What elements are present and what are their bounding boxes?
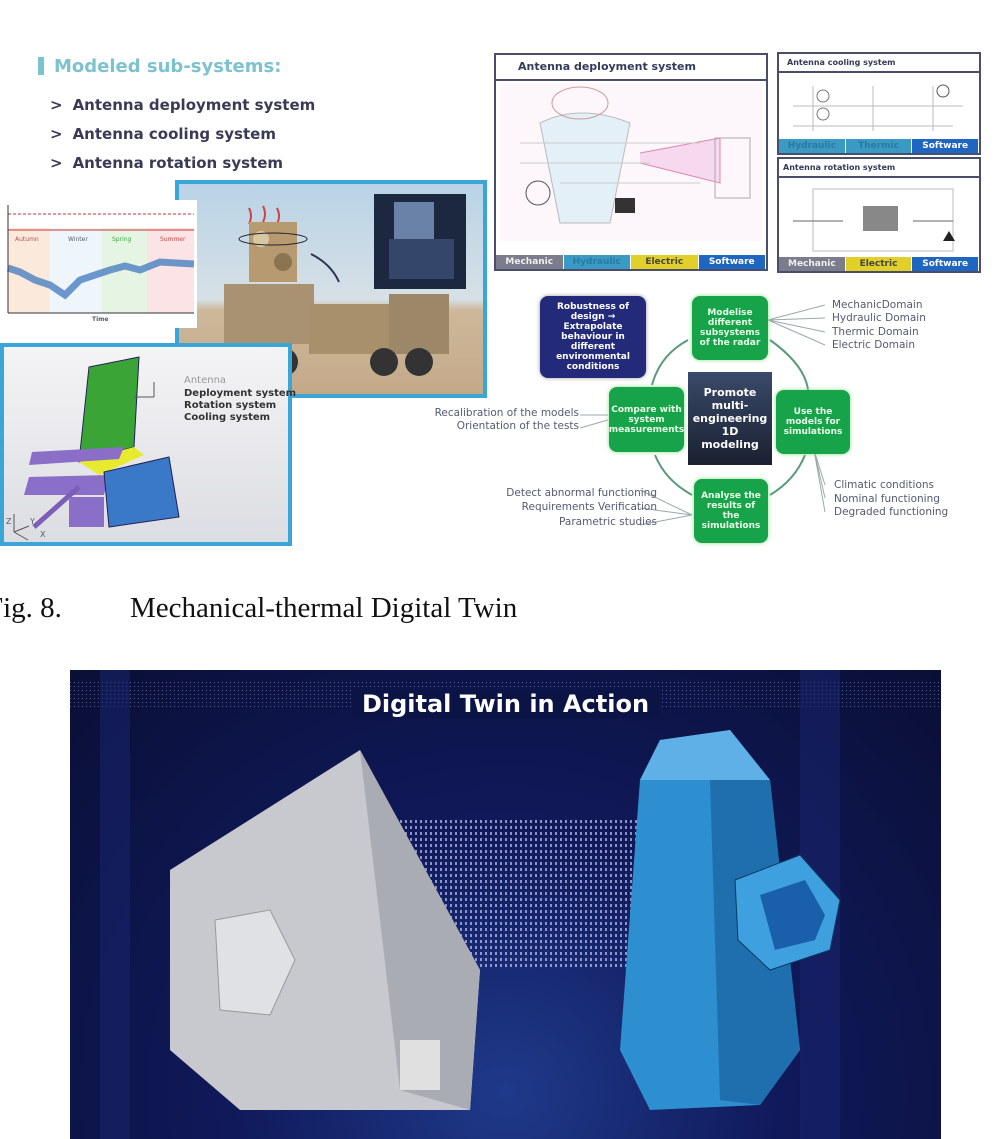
arrow-compare-to-modelise: [651, 339, 689, 386]
panel-title: Antenna cooling system: [779, 54, 979, 73]
domain-thermic: Thermic: [845, 139, 913, 153]
domain-software: Software: [912, 139, 980, 153]
subsystem-label: Antenna cooling system: [72, 125, 276, 143]
antenna-label: Rotation system: [184, 400, 277, 411]
domain-software: Software: [912, 257, 980, 271]
domain-electric: Electric: [631, 255, 699, 269]
analyse-box: Analyse the results of the simulations: [694, 479, 768, 543]
analysis-note: Requirements Verification: [521, 501, 657, 513]
heading-bar: [38, 57, 44, 75]
subsystem-item: > Antenna rotation system: [50, 154, 283, 172]
domain-note: Electric Domain: [832, 339, 915, 351]
season-label: Autumn: [15, 236, 39, 243]
robustness-box: Robustness of design → Extrapolate behav…: [540, 296, 646, 378]
domain-mechanic: Mechanic: [496, 255, 564, 269]
antenna-3d-model: Antenna Deployment system Rotation syste…: [0, 343, 296, 546]
subsystems-heading: Modeled sub-systems:: [38, 56, 281, 77]
comparison-note: Recalibration of the models: [434, 407, 579, 419]
domain-electric: Electric: [845, 257, 913, 271]
cooling-panel: Antenna cooling system Hydraulic Thermic…: [777, 52, 981, 155]
domain-note: Hydraulic Domain: [832, 312, 926, 324]
caption-number: Fig. 8.: [0, 592, 62, 624]
domain-software: Software: [698, 255, 766, 269]
domain-bar: Mechanic Electric Software: [779, 257, 980, 271]
digital-twin-image: Digital Twin in Action: [70, 670, 941, 1139]
antenna-label: Antenna: [184, 375, 227, 386]
figure-title-text: Digital Twin in Action: [351, 690, 660, 718]
condition-note: Nominal functioning: [834, 493, 940, 505]
chevron-right-icon: >: [50, 125, 63, 143]
deployment-panel: Antenna deployment system Mechanic Hydra…: [494, 53, 768, 271]
domain-bar: Mechanic Hydraulic Electric Software: [496, 255, 766, 269]
heading-text: Modeled sub-systems:: [54, 56, 282, 77]
antenna-label: Deployment system: [184, 388, 297, 399]
chart-xlabel: Time: [92, 316, 109, 323]
axis-label: X: [40, 530, 46, 539]
subsystem-item: > Antenna cooling system: [50, 125, 276, 143]
temperature-chart: Autumn Winter Spring Summer Time: [0, 200, 197, 328]
axis-label: Z: [6, 517, 12, 526]
modelise-box: Modelise different subsystems of the rad…: [692, 296, 768, 360]
subsystem-label: Antenna deployment system: [72, 96, 316, 114]
season-label: Winter: [68, 236, 88, 243]
rotation-panel: Antenna rotation system Mechanic Electri…: [777, 157, 981, 273]
subsystem-label: Antenna rotation system: [72, 154, 284, 172]
season-label: Spring: [112, 236, 132, 243]
antenna-label: Cooling system: [184, 412, 271, 423]
condition-note: Degraded functioning: [834, 506, 949, 518]
arrow-use-to-analyse: [769, 454, 806, 496]
domain-hydraulic: Hydraulic: [563, 255, 631, 269]
comparison-note: Orientation of the tests: [456, 420, 579, 432]
panel-title: Antenna deployment system: [496, 55, 766, 81]
figure-title: Digital Twin in Action: [70, 690, 941, 718]
domain-mechanic: Mechanic: [779, 257, 846, 271]
arrow-modelise-to-use: [769, 339, 809, 391]
figure-caption: Fig. 8. Mechanical-thermal Digital Twin: [0, 592, 517, 625]
domain-bar: Hydraulic Thermic Software: [779, 139, 980, 153]
caption-text: Mechanical-thermal Digital Twin: [130, 592, 518, 624]
analysis-note: Detect abnormal functioning: [506, 487, 657, 499]
cycle-connectors: [579, 304, 826, 526]
chevron-right-icon: >: [50, 96, 63, 114]
center-box: Promote multi-engineering 1D modeling: [688, 372, 772, 465]
arrow-analyse-to-compare: [654, 454, 693, 496]
use-models-box: Use the models for simulations: [776, 390, 850, 454]
axis-label: Y: [30, 517, 35, 526]
domain-note: Thermic Domain: [832, 326, 919, 338]
chevron-right-icon: >: [50, 154, 63, 172]
domain-hydraulic: Hydraulic: [779, 139, 846, 153]
radar-truck-photo: [175, 180, 487, 398]
condition-note: Climatic conditions: [834, 479, 934, 491]
compare-box: Compare with system measurements: [609, 387, 684, 452]
panel-title: Antenna rotation system: [779, 159, 979, 178]
analysis-note: Parametric studies: [559, 516, 657, 528]
domain-note: MechanicDomain: [832, 299, 923, 311]
subsystem-item: > Antenna deployment system: [50, 96, 315, 114]
season-label: Summer: [160, 236, 186, 243]
